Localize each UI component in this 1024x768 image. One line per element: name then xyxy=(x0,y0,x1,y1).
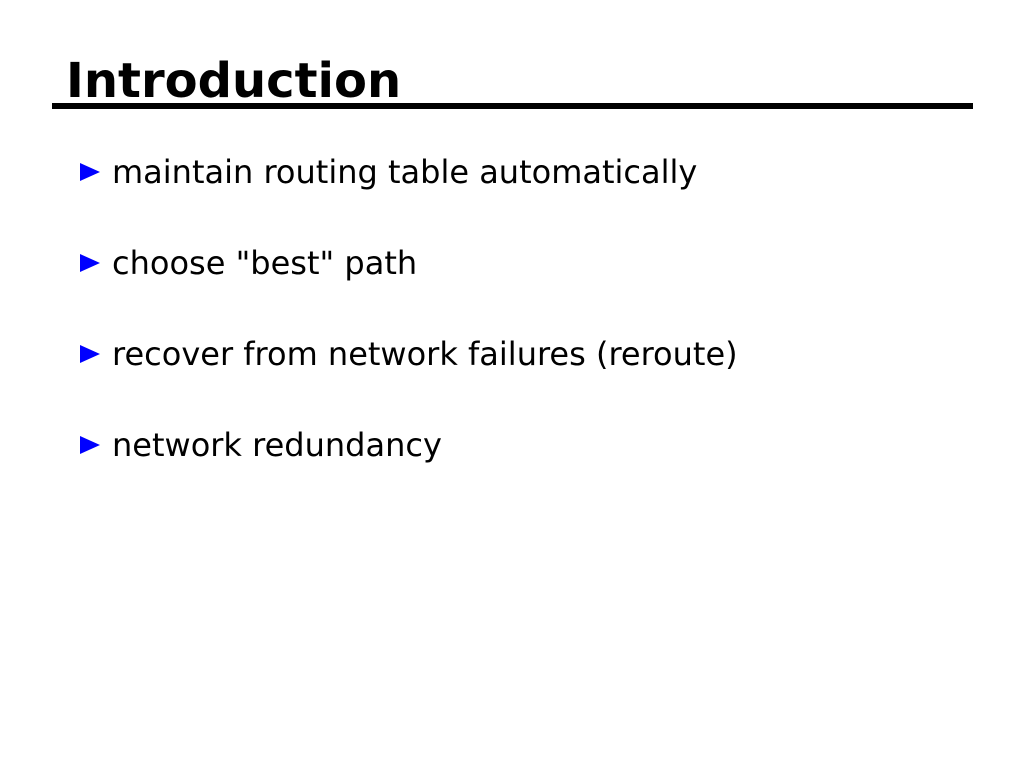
triangle-right-icon xyxy=(80,436,100,454)
bullet-text: choose "best" path xyxy=(112,244,418,282)
bullet-item: maintain routing table automatically xyxy=(80,152,697,192)
page-title: Introduction xyxy=(66,53,402,109)
triangle-right-icon xyxy=(80,345,100,363)
bullet-item: network redundancy xyxy=(80,425,442,465)
title-underline xyxy=(52,103,973,109)
bullet-text: maintain routing table automatically xyxy=(112,153,698,191)
bullet-text: recover from network failures (reroute) xyxy=(112,335,738,373)
bullet-item: recover from network failures (reroute) xyxy=(80,334,738,374)
bullet-text: network redundancy xyxy=(112,426,442,464)
bullet-item: choose "best" path xyxy=(80,243,417,283)
triangle-right-icon xyxy=(80,254,100,272)
triangle-right-icon xyxy=(80,163,100,181)
